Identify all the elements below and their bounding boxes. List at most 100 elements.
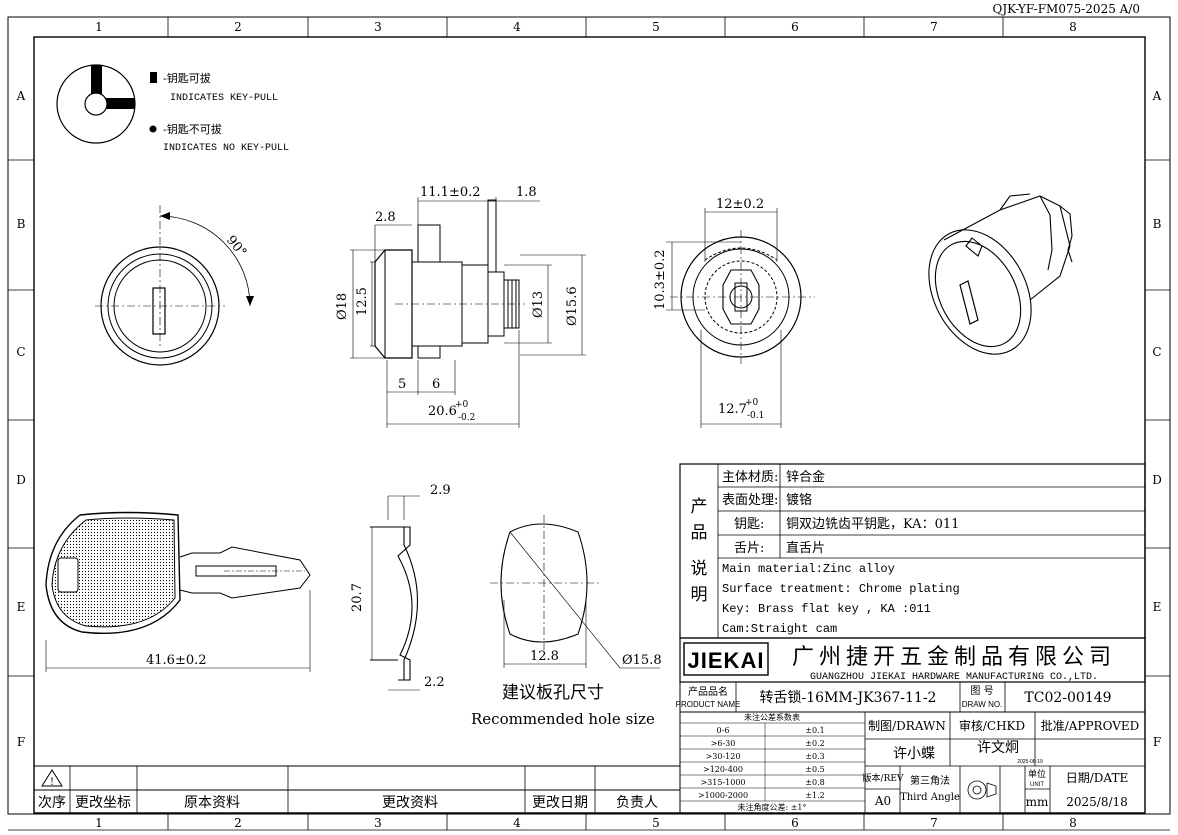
dim-15-6-diameter: Ø15.6 (565, 286, 580, 326)
row-label: B (1153, 217, 1162, 231)
dim-2-9: 2.9 (430, 483, 451, 498)
spec-value: 镀铬 (786, 492, 812, 508)
key-position-legend: -钥匙可拔 INDICATES KEY-PULL -钥匙不可拔 INDICATE… (56, 64, 289, 154)
tolerance-range: >315-1000 (700, 778, 745, 787)
rev-label: 版本/REV (863, 772, 904, 784)
key-pull-marker-icon (150, 72, 157, 83)
dim-12-8: 12.8 (530, 649, 559, 664)
title-block (679, 463, 1146, 815)
col-label: 8 (1069, 816, 1077, 830)
dim-12-5: 12.5 (355, 287, 370, 316)
tolerance-value: ±0.3 (805, 752, 824, 761)
col-label: 2 (234, 20, 242, 34)
dim-20-6-tol-lo: -0.2 (458, 413, 475, 423)
legend-pull-cn: -钥匙可拔 (163, 71, 211, 85)
col-label: 5 (652, 20, 660, 34)
projection-en: Third Angle (900, 792, 960, 803)
document-id: QJK-YF-FM075-2025 A/0 (992, 2, 1140, 16)
drawn-label: 制图/DRAWN (868, 719, 946, 733)
product-label-cn: 产品品名 (688, 685, 728, 698)
col-label: 1 (95, 816, 103, 830)
approved-label: 批准/APPROVED (1041, 718, 1140, 733)
dim-12-7-tol-up: +0 (745, 398, 759, 408)
spec-label: 钥匙: (734, 517, 764, 532)
dim-11-1: 11.1±0.2 (420, 185, 481, 200)
approvals-block: 制图/DRAWN 审核/CHKD 批准/APPROVED 许小蝶 许文炯 202… (868, 718, 1139, 765)
spec-en: Surface treatment: Chrome plating (722, 582, 960, 596)
row-label: C (1152, 345, 1161, 359)
revision-header: 更改坐标 (75, 795, 131, 811)
tolerance-value: ±0.2 (805, 739, 824, 748)
unit-label-cn: 单位 (1028, 768, 1046, 780)
spec-value: 铜双边铣齿平钥匙，KA：011 (786, 517, 959, 532)
dim-20-7: 20.7 (350, 583, 365, 612)
revision-header: 原本资料 (184, 795, 240, 811)
row-label: D (1152, 473, 1162, 487)
hole-title-en: Recommended hole size (471, 710, 655, 728)
drawn-by: 许小蝶 (893, 746, 935, 762)
tolerance-range: >6-30 (711, 739, 736, 748)
front-view: 90° (95, 205, 254, 366)
dim-2-2: 2.2 (424, 675, 445, 690)
column-labels-bottom: 1 2 3 4 5 6 7 8 (95, 816, 1077, 830)
product-name: 转舌锁-16MM-JK367-11-2 (760, 690, 937, 706)
rotation-angle-label: 90° (223, 233, 249, 260)
col-label: 7 (930, 20, 938, 34)
tolerance-range: 0-6 (717, 726, 730, 735)
spec-en: Main material:Zinc alloy (722, 562, 895, 576)
revision-header: 更改日期 (532, 795, 588, 811)
revision-value: A0 (874, 794, 891, 808)
unit-label-en: UNIT (1030, 782, 1044, 788)
hole-title-cn: 建议板孔尺寸 (502, 683, 604, 703)
spec-value: 直舌片 (786, 541, 825, 556)
legend-pull-en: INDICATES KEY-PULL (170, 93, 278, 104)
company-name-en: GUANGZHOU JIEKAI HARDWARE MANUFACTURING … (810, 672, 1098, 683)
row-label: F (1153, 735, 1161, 749)
spec-label: 表面处理: (722, 493, 778, 508)
row-label: F (17, 735, 25, 749)
tolerance-range: >120-400 (703, 765, 743, 774)
date-label: 日期/DATE (1066, 771, 1128, 785)
spec-text: 产 品 说 明 主体材质: 锌合金 表面处理: 镀铬 钥匙: 铜双边铣齿平钥匙，… (691, 469, 960, 636)
svg-text:!: ! (50, 777, 54, 788)
key-pull-segment-right (96, 98, 135, 109)
unit-value: mm (1026, 795, 1049, 809)
row-label: E (17, 600, 26, 614)
dim-1-8: 1.8 (516, 185, 537, 200)
col-label: 8 (1069, 20, 1077, 34)
outer-border (7, 16, 1171, 815)
tolerance-value: ±0.5 (805, 765, 824, 774)
dim-2-8: 2.8 (375, 210, 396, 225)
spec-en: Cam:Straight cam (722, 622, 837, 636)
column-ticks (8, 17, 1170, 830)
inner-border (33, 36, 1146, 814)
company-name-cn: 广州捷开五金制品有限公司 (792, 645, 1116, 670)
col-label: 4 (513, 816, 521, 830)
col-label: 6 (791, 816, 799, 830)
spec-side-char: 产 (691, 497, 708, 517)
drawno-label-cn: 图 号 (970, 685, 993, 697)
key-drawing: 41.6±0.2 (45, 511, 311, 672)
row-label: E (1153, 600, 1162, 614)
dim-6: 6 (432, 377, 440, 392)
tolerance-title: 未注公差系数表 (744, 712, 800, 722)
col-label: 2 (234, 816, 242, 830)
company-block: JIEKAI 广州捷开五金制品有限公司 GUANGZHOU JIEKAI HAR… (683, 642, 1116, 683)
rear-view: 12±0.2 10.3±0.2 12.7 +0 -0.1 (653, 197, 815, 428)
spec-en: Key: Brass flat key , KA :011 (722, 602, 931, 616)
no-key-pull-marker-icon (149, 125, 157, 133)
dim-15-8: Ø15.8 (622, 653, 662, 668)
revision-header: 更改资料 (382, 795, 438, 811)
dim-20-6-tol-up: +0 (455, 400, 469, 410)
isometric-view (928, 193, 1073, 355)
drawing-number: TC02-00149 (1024, 690, 1111, 706)
dim-12-7: 12.7 (718, 402, 747, 417)
spec-label: 主体材质: (722, 470, 778, 485)
product-label-en: PRODUCT NAME (676, 700, 741, 709)
tolerance-value: ±0.1 (805, 726, 824, 735)
col-label: 3 (374, 816, 382, 830)
chkd-date: 2025-08-19 (1017, 759, 1043, 765)
dim-41-6: 41.6±0.2 (146, 653, 207, 668)
revision-header: 负责人 (616, 795, 658, 811)
